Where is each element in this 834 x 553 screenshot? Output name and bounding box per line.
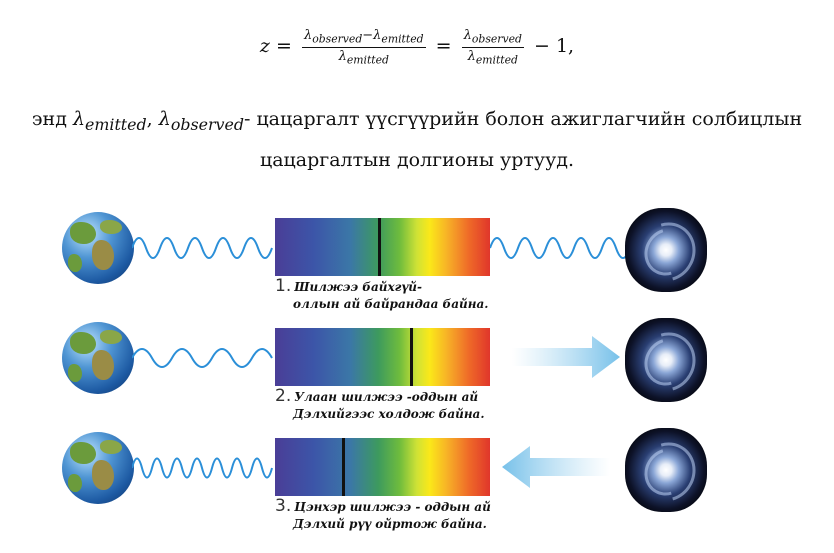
spectrum-bar — [275, 328, 490, 386]
formula-fraction-1: λobserved−λemitted λemitted — [301, 28, 426, 67]
formula-tail: − 1, — [533, 35, 575, 58]
case-label: 1.Шилжээ байхгүй- оллын ай байрандаа бай… — [275, 276, 489, 312]
light-wave-observed — [490, 237, 630, 259]
spectrum-bar — [275, 218, 490, 276]
absorption-line — [410, 328, 413, 386]
light-wave-emitted — [132, 348, 273, 368]
formula-lhs: z — [259, 35, 270, 58]
absorption-line — [342, 438, 345, 496]
galaxy-icon — [625, 428, 707, 512]
arrow-left-icon — [502, 446, 610, 488]
galaxy-icon — [625, 208, 707, 292]
earth-icon — [62, 322, 134, 394]
spectrum-bar — [275, 438, 490, 496]
galaxy-icon — [625, 318, 707, 402]
formula-fraction-2: λobserved λemitted — [461, 28, 524, 67]
light-wave-emitted — [132, 237, 273, 259]
absorption-line — [378, 218, 381, 276]
case-label: 3.Цэнхэр шилжээ - оддын ай Дэлхий рүү ой… — [275, 496, 491, 532]
earth-icon — [62, 212, 134, 284]
light-wave-emitted — [132, 457, 273, 479]
redshift-formula: z = λobserved−λemitted λemitted = λobser… — [259, 28, 575, 67]
arrow-right-icon — [512, 336, 620, 378]
description-line-2: цацаргалтын долгионы уртууд. — [260, 149, 574, 171]
description-line-1: энд λemitted, λobserved- цацаргалт үүсгү… — [31, 108, 803, 134]
earth-icon — [62, 432, 134, 504]
case-label: 2.Улаан шилжээ -оддын ай Дэлхийгээс холд… — [275, 386, 485, 422]
case-row-1: 1.Шилжээ байхгүй- оллын ай байрандаа бай… — [0, 208, 834, 318]
case-row-2: 2.Улаан шилжээ -оддын ай Дэлхийгээс холд… — [0, 318, 834, 428]
case-row-3: 3.Цэнхэр шилжээ - оддын ай Дэлхий рүү ой… — [0, 428, 834, 538]
